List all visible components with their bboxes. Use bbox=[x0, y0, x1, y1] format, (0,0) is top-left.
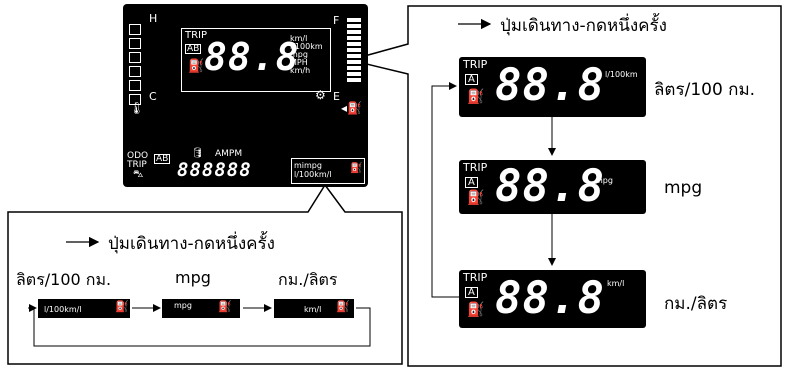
unit-mph: MPH bbox=[290, 58, 308, 67]
instrument-cluster: H C 🌡 TRIP AB ⛽ 88.8 km/l l/100km mpg MP… bbox=[123, 4, 368, 187]
left-item3-fuel-icon: ⛽ bbox=[336, 300, 350, 313]
left-item2-unit: mpg bbox=[174, 301, 192, 310]
row2-digits: 88.8 bbox=[495, 161, 605, 212]
right-callout-outline bbox=[347, 5, 782, 367]
right-panel-heading: ปุ่มเดินทาง-กดหนึ่งครั้ง bbox=[500, 16, 667, 36]
odometer-digits: 888888 bbox=[177, 159, 252, 181]
trip-display: TRIP AB ⛽ 88.8 km/l l/100km mpg MPH km/h bbox=[181, 28, 331, 92]
left-item2-label: mpg bbox=[175, 268, 211, 287]
row2-trip: TRIP bbox=[463, 161, 488, 174]
car-icon: ⛍ bbox=[133, 169, 144, 180]
trip-label: TRIP bbox=[185, 30, 208, 41]
left-item2-fuel-icon: ⛽ bbox=[218, 300, 232, 313]
ab-label: AB bbox=[185, 44, 202, 54]
fuel-full-label: F bbox=[333, 14, 340, 27]
fuel-empty-label: E bbox=[333, 90, 340, 103]
settings-icon: ⚙ bbox=[315, 88, 326, 102]
unit-box: mimpg l/100km/l ⛽ bbox=[291, 158, 365, 184]
unit-box-bottom: l/100km/l bbox=[294, 170, 332, 179]
left-callout-outline bbox=[7, 183, 403, 365]
left-item1-unit: l/100km/l bbox=[44, 305, 82, 314]
row1-a: A bbox=[465, 74, 478, 85]
left-display-l100km: l/100km/l ⛽ bbox=[38, 299, 130, 318]
temp-hot-label: H bbox=[149, 12, 158, 25]
ab-label-bottom: AB bbox=[154, 154, 171, 164]
row1-digits: 88.8 bbox=[495, 60, 605, 111]
odo-label: ODO bbox=[127, 151, 149, 161]
oil-change-icon: 🛢 bbox=[191, 148, 204, 159]
trip-label-bottom: TRIP bbox=[127, 160, 147, 170]
row3-label: กม./ลิตร bbox=[664, 294, 728, 314]
temp-cold-label: C bbox=[149, 90, 157, 103]
unit-mpg: mpg bbox=[290, 50, 308, 59]
left-display-km-l: km/l ⛽ bbox=[274, 299, 354, 318]
fuel-gauge bbox=[347, 18, 361, 96]
row2-fuel-icon: ⛽ bbox=[467, 190, 485, 206]
display-l100km: TRIP A ⛽ 88.8 l/100km bbox=[459, 57, 646, 117]
left-item3-unit: km/l bbox=[304, 305, 322, 314]
left-item1-fuel-icon: ⛽ bbox=[115, 300, 129, 313]
row2-unit: mpg bbox=[595, 176, 613, 185]
row3-digits: 88.8 bbox=[495, 273, 605, 324]
left-item1-label: ลิตร/100 กม. bbox=[16, 270, 112, 289]
left-panel-heading: ปุ่มเดินทาง-กดหนึ่งครั้ง bbox=[108, 234, 275, 254]
row2-label: mpg bbox=[664, 178, 703, 198]
row1-fuel-icon: ⛽ bbox=[467, 89, 485, 105]
left-display-mpg: mpg ⛽ bbox=[162, 299, 240, 318]
ampm-label: AMPM bbox=[215, 149, 243, 159]
row2-a: A bbox=[465, 177, 478, 188]
row3-a: A bbox=[465, 287, 478, 298]
row1-trip: TRIP bbox=[463, 58, 488, 71]
display-mpg: TRIP A ⛽ 88.8 mpg bbox=[459, 160, 646, 214]
unit-box-top: mimpg bbox=[294, 161, 322, 170]
trip-digits: 88.8 bbox=[204, 35, 300, 79]
row3-trip: TRIP bbox=[463, 271, 488, 284]
temp-gauge bbox=[129, 24, 141, 105]
left-item3-label: กม./ลิตร bbox=[278, 270, 338, 289]
unit-km-h: km/h bbox=[290, 66, 311, 75]
row3-fuel-icon: ⛽ bbox=[467, 302, 485, 318]
row1-label: ลิตร/100 กม. bbox=[654, 80, 756, 100]
fuel-pump-icon: ⛽ bbox=[188, 59, 205, 74]
row3-unit: km/l bbox=[607, 279, 625, 288]
fuel-door-icon: ◂⛽ bbox=[341, 101, 362, 115]
display-km-l: TRIP A ⛽ 88.8 km/l bbox=[459, 270, 646, 328]
fuel-pump-icon-small: ⛽ bbox=[350, 163, 363, 174]
row1-unit: l/100km bbox=[605, 70, 638, 79]
unit-l-100km: l/100km bbox=[290, 42, 323, 51]
unit-km-l: km/l bbox=[290, 34, 308, 43]
coolant-temp-icon: 🌡 bbox=[129, 101, 145, 115]
